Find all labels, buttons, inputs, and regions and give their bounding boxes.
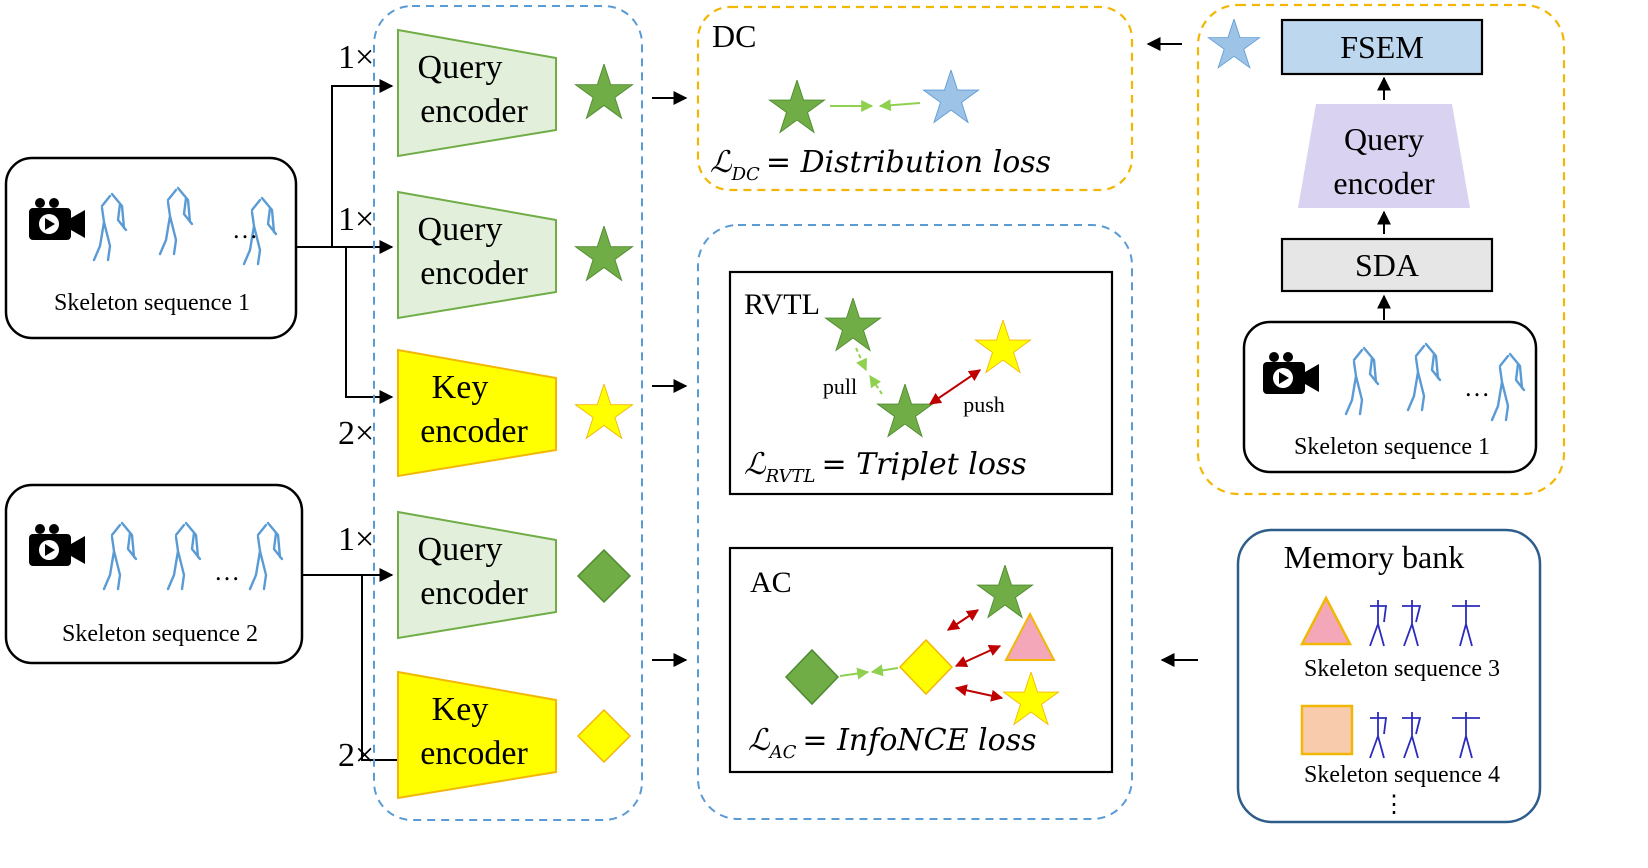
query-encoder-shape [397,28,557,158]
sda-box [1280,237,1494,293]
pink-triangle-icon [1004,611,1056,661]
query-encoder-purple [1298,104,1470,208]
loss-group-border [697,224,1133,820]
rvtl-loss: ℒRVTL= Triplet loss [744,447,1027,487]
ac-title: AC [750,566,792,599]
yellow-star-icon [575,384,632,438]
green-star-icon [769,80,824,132]
seq4-label: Skeleton sequence 4 [1304,762,1500,788]
memory-bank-title: Memory bank [1284,539,1464,575]
encoder-label-line2: encoder [420,255,528,292]
green-diamond-icon [784,648,840,706]
encoder-label-line1: Query [418,49,503,86]
dc-panel: DC ℒDC= Distribution loss [696,5,1134,192]
yellow-diamond-icon [576,708,632,764]
blue-star-icon [923,70,978,122]
key-encoder-shape [397,670,557,800]
multiplier-label: 2× [338,737,374,774]
encoder-1: Query encoder 1× [338,28,633,158]
green-star-icon [575,226,632,280]
encoder-label-line1: Query [418,211,503,248]
pull-label: pull [823,374,857,399]
encoder-label-line2: encoder [420,575,528,612]
column-arrows [652,91,688,667]
encoders: Query encoder 1× Query encoder 1× Key encoder 2×… [338,28,633,800]
multiplier-label: 1× [338,39,374,76]
encoder-5: Key encoder 2× [338,670,632,800]
fsem-box [1280,18,1484,76]
fsem-panel: FSEM Query encoder SDA … Skeleton sequen… [1196,3,1566,496]
multiplier-label: 1× [338,201,374,238]
fsem-query-line1: Query [1344,121,1424,157]
right-arrows [1146,37,1198,667]
key-encoder-shape [397,348,557,478]
encoder-label-line1: Key [432,369,489,406]
encoder-group-border [373,5,643,821]
dc-loss: ℒDC= Distribution loss [710,145,1051,185]
blue-star-icon [1208,19,1259,68]
fsem-query-line2: encoder [1333,165,1435,201]
encoder-label-line2: encoder [420,735,528,772]
seq3-label: Skeleton sequence 3 [1304,656,1500,682]
ellipsis: … [214,557,240,586]
fsem-input-sequence [1242,320,1538,474]
input-sequence-2: … Skeleton sequence 2 [4,483,304,665]
encoder-label-line2: encoder [420,93,528,130]
more-ellipsis: ⋮ [1382,792,1406,818]
ac-loss: ℒAC= InfoNCE loss [748,723,1037,763]
fsem-seq-label: Skeleton sequence 1 [1294,434,1490,460]
encoder-label-line1: Key [432,691,489,728]
memory-bank: Memory bank Skeleton sequence 3 Skeleton… [1236,528,1542,824]
encoder-4: Query encoder 1× [338,510,632,640]
rvtl-box: RVTL pull push ℒRVTL= Triplet loss [728,270,1114,496]
fsem-label: FSEM [1340,29,1424,65]
ac-box: AC ℒAC= InfoNCE loss [728,546,1114,774]
peach-square-icon [1300,704,1354,756]
green-diamond-icon [576,548,632,604]
seq2-label: Skeleton sequence 2 [62,621,258,647]
encoder-label-line1: Query [418,531,503,568]
query-encoder-shape [397,510,557,640]
multiplier-label: 2× [338,415,374,452]
memory-skeletons [1369,600,1480,759]
seq1-label: Skeleton sequence 1 [54,290,250,316]
green-star-icon [575,64,632,118]
yellow-diamond-icon [898,638,954,696]
encoder-2: Query encoder 1× [338,190,633,320]
input-sequence-1: … Skeleton sequence 1 [4,156,298,340]
multiplier-label: 1× [338,521,374,558]
pink-triangle-icon [1299,595,1353,646]
dc-title: DC [712,18,756,54]
seq1-connectors [296,79,394,404]
rvtl-title: RVTL [744,288,820,321]
query-encoder-shape [397,190,557,320]
ellipsis: … [1464,373,1490,402]
seq2-connectors [302,568,400,761]
encoder-3: Key encoder 2× [338,348,633,478]
ellipsis: … [232,215,258,244]
encoder-label-line2: encoder [420,413,528,450]
sda-label: SDA [1355,247,1419,283]
push-label: push [963,392,1005,417]
